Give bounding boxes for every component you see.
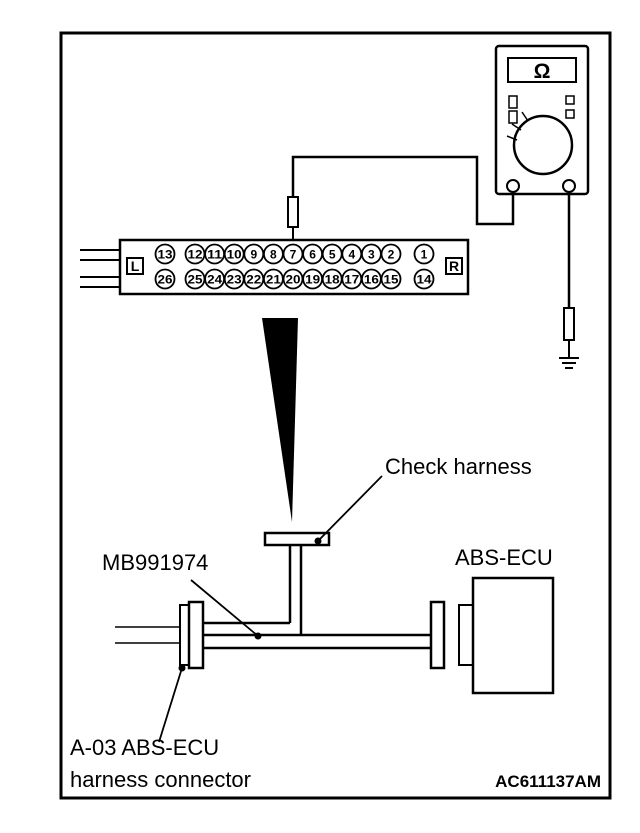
connector-pin-label: 23 xyxy=(227,273,242,287)
connector-pin-label: 2 xyxy=(388,248,395,262)
connector-pin-label: 14 xyxy=(417,273,432,287)
connector-pin-label: 9 xyxy=(250,248,257,262)
ohmmeter-icon: Ω xyxy=(494,44,590,196)
abs-ecu-box xyxy=(471,576,555,695)
probe-lead xyxy=(291,155,515,226)
connector-pin-label: 5 xyxy=(329,248,336,262)
ecu-connector xyxy=(458,604,474,666)
diagram-frame xyxy=(59,31,612,800)
connector-pin-label: 17 xyxy=(344,273,359,287)
connector-pin-label: 20 xyxy=(286,273,301,287)
check-harness-head xyxy=(263,531,331,547)
connector-pin-label: 4 xyxy=(348,248,355,262)
connector-pin-label: 3 xyxy=(368,248,375,262)
connector-pin-label: 8 xyxy=(270,248,277,262)
leader-dot-special-tool xyxy=(254,632,262,640)
connector-pin-label: 21 xyxy=(266,273,281,287)
connector-pin-label: 26 xyxy=(158,273,173,287)
connector-label-line1: A-03 ABS-ECU xyxy=(70,735,219,760)
ground-symbol-icon xyxy=(559,357,579,369)
ground-probe-icon xyxy=(563,307,575,358)
connector-pin-bottom xyxy=(413,268,435,290)
connector-pin-label: 1 xyxy=(421,248,428,262)
connector-pin-label: 11 xyxy=(207,248,222,262)
vehicle-connector xyxy=(179,604,190,666)
connector-pin-top xyxy=(380,243,402,265)
meter-display: Ω xyxy=(534,60,551,83)
connector-pin-label: 10 xyxy=(227,248,242,262)
probe-icon xyxy=(287,196,299,245)
leader-dot-check-harness xyxy=(314,537,322,545)
connector-pin-label: 19 xyxy=(305,273,320,287)
ecu-label: ABS-ECU xyxy=(455,545,553,570)
connector-pin-label: 18 xyxy=(325,273,340,287)
connector-pin-top xyxy=(154,243,176,265)
connector-pin-label: 24 xyxy=(207,273,222,287)
connector-pin-bottom xyxy=(154,268,176,290)
connector-right-marker: R xyxy=(449,258,459,274)
connector-label-line2: harness connector xyxy=(70,767,251,792)
check-harness-stem xyxy=(288,545,303,635)
leader-lines xyxy=(158,475,383,743)
connector-pin-top xyxy=(413,243,435,265)
connector-pin-label: 13 xyxy=(158,248,173,262)
tool-connector-left xyxy=(187,600,205,670)
connector-pin-label: 25 xyxy=(188,273,203,287)
tool-connector-right xyxy=(429,600,446,670)
leader-dot-connector xyxy=(178,664,186,672)
connector-left-marker: L xyxy=(131,258,140,274)
connector-pin-label: 6 xyxy=(309,248,316,262)
connector-pin-label: 15 xyxy=(384,273,399,287)
connector-pin-bottom xyxy=(380,268,402,290)
connector-pin-label: 12 xyxy=(188,248,203,262)
connector-pin-label: 16 xyxy=(364,273,379,287)
check-harness-label: Check harness xyxy=(385,454,532,479)
connector-pin-label: 7 xyxy=(290,248,297,262)
connector-pin-label: 22 xyxy=(246,273,261,287)
special-tool-label: MB991974 xyxy=(102,550,208,575)
figure-code: AC611137AM xyxy=(495,772,601,791)
pointer-wedge xyxy=(262,318,298,522)
